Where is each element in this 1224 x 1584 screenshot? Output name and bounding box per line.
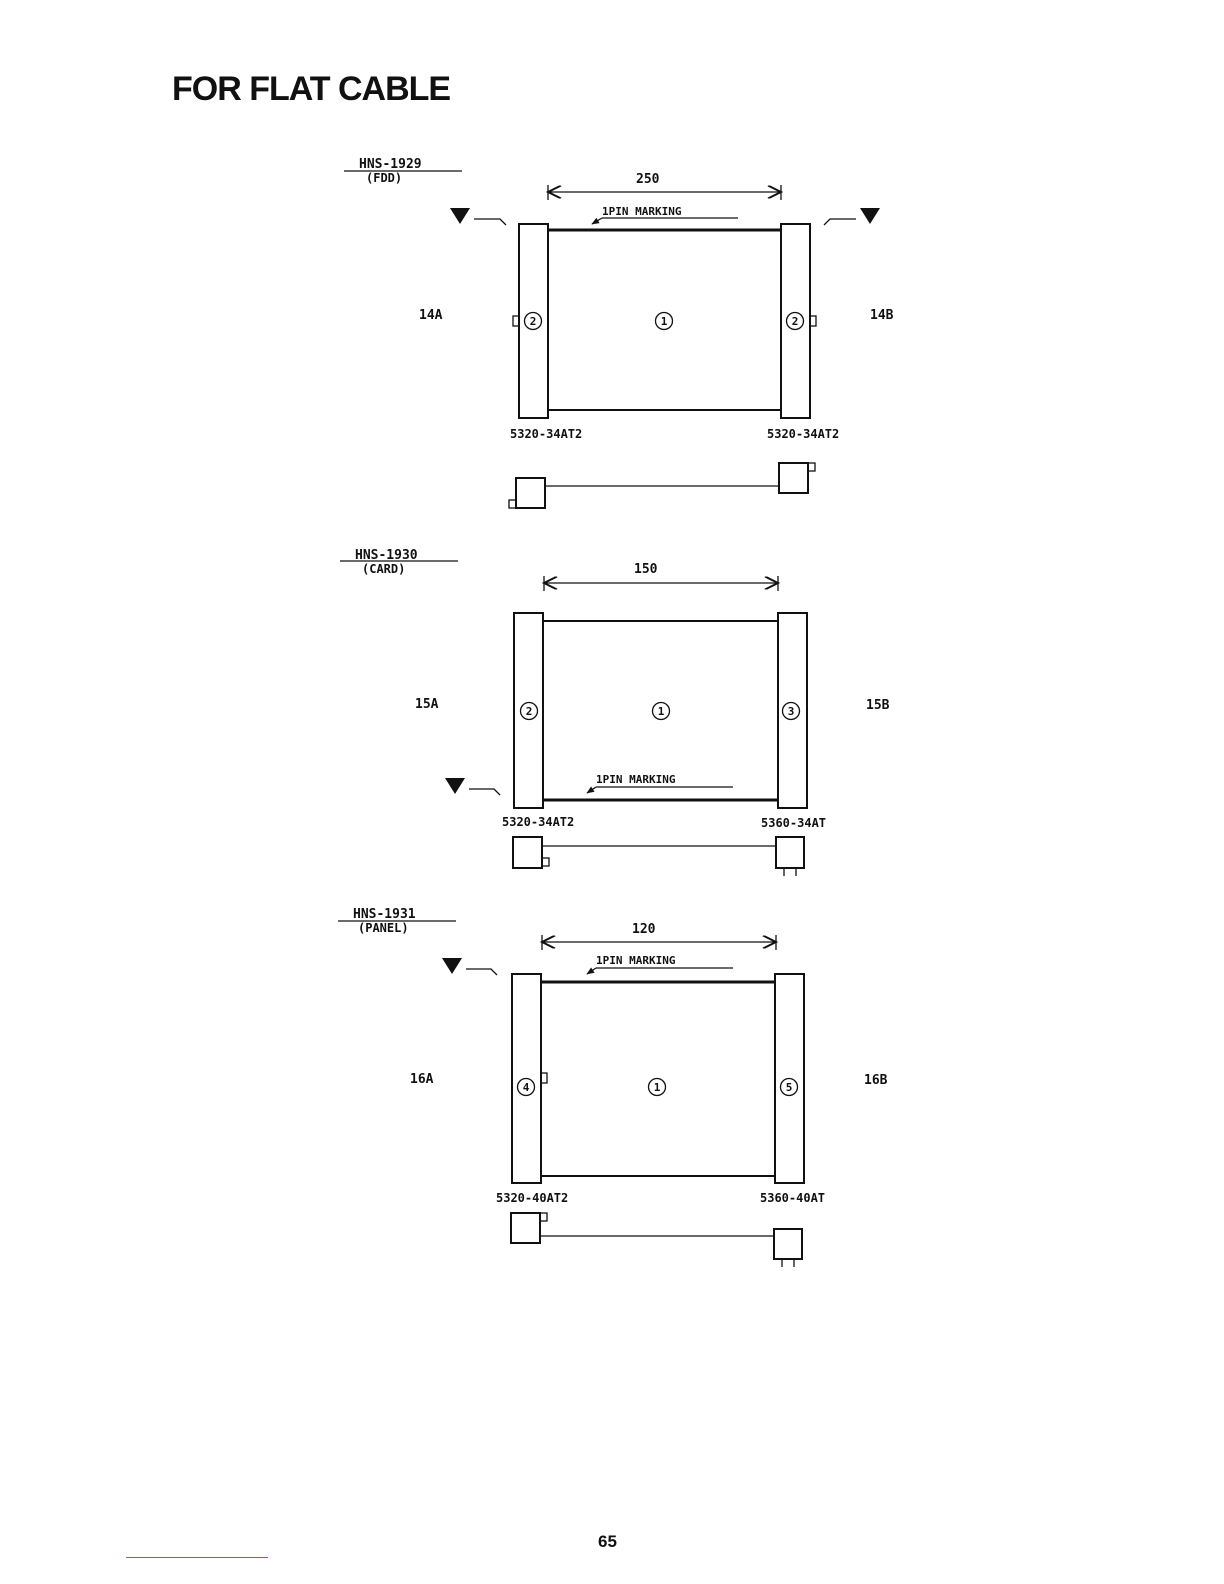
connector-code-left: 5320-40AT2 [496,1191,568,1205]
cable-type: (FDD) [366,171,402,185]
pin1-triangle-right-icon [860,208,880,224]
pin1-triangle-left-icon [445,778,465,794]
cable-hns-1931: HNS-1931 (PANEL) 120 1PIN MARKING 1 4 5 … [338,907,888,1267]
side-key-left [509,500,516,508]
pin-marking-arrow [592,218,602,224]
connector-code-right: 5360-34AT [761,816,826,830]
side-connector-left [511,1213,540,1243]
callout-number-cable: 1 [661,315,668,328]
callout-number-cable: 1 [658,705,665,718]
pin-marking-arrow [587,968,596,974]
footer-rule [126,1557,268,1558]
part-number: HNS-1931 [353,907,416,922]
side-connector-right [776,837,804,868]
end-label-right: 14B [870,308,894,323]
pin-marking-arrow [587,787,596,793]
length-label: 150 [634,562,658,577]
pin-marking-label: 1PIN MARKING [596,773,676,786]
pin1-pointer-left [466,969,497,975]
side-key-right [808,463,815,471]
part-number: HNS-1929 [359,157,422,172]
side-connector-right [779,463,808,493]
connector-code-right: 5320-34AT2 [767,427,839,441]
page-number: 65 [598,1532,617,1552]
length-label: 120 [632,922,656,937]
pin-marking-label: 1PIN MARKING [596,954,676,967]
cable-type: (CARD) [362,562,405,576]
connector-code-left: 5320-34AT2 [502,815,574,829]
side-connector-left [516,478,545,508]
side-key-left [540,1213,547,1221]
connector-code-left: 5320-34AT2 [510,427,582,441]
pin-marking-label: 1PIN MARKING [602,205,682,218]
pin1-triangle-left-icon [442,958,462,974]
side-key-left [542,858,549,866]
pin1-pointer-left [469,789,500,795]
cable-hns-1930: HNS-1930 (CARD) 150 1 2 3 15A 15B 1PIN M… [340,548,890,876]
end-label-left: 14A [419,308,443,323]
end-label-right: 15B [866,698,890,713]
side-view [509,463,815,508]
callout-number-right: 5 [786,1081,793,1094]
side-view [513,837,804,876]
pin1-pointer-right [824,219,856,225]
side-view [511,1213,802,1267]
side-connector-left [513,837,542,868]
cable-hns-1929: HNS-1929 (FDD) 250 1PIN MARKING 1 2 2 14… [344,157,894,508]
callout-number-right: 3 [788,705,795,718]
length-label: 250 [636,172,660,187]
end-label-left: 16A [410,1072,434,1087]
callout-number-left: 4 [523,1081,530,1094]
callout-number-left: 2 [530,315,537,328]
connector-code-right: 5360-40AT [760,1191,825,1205]
end-label-left: 15A [415,697,439,712]
pin1-triangle-left-icon [450,208,470,224]
callout-number-right: 2 [792,315,799,328]
pin1-pointer-left [474,219,506,225]
callout-number-cable: 1 [654,1081,661,1094]
side-connector-right [774,1229,802,1259]
end-label-right: 16B [864,1073,888,1088]
callout-number-left: 2 [526,705,533,718]
cable-type: (PANEL) [358,921,409,935]
